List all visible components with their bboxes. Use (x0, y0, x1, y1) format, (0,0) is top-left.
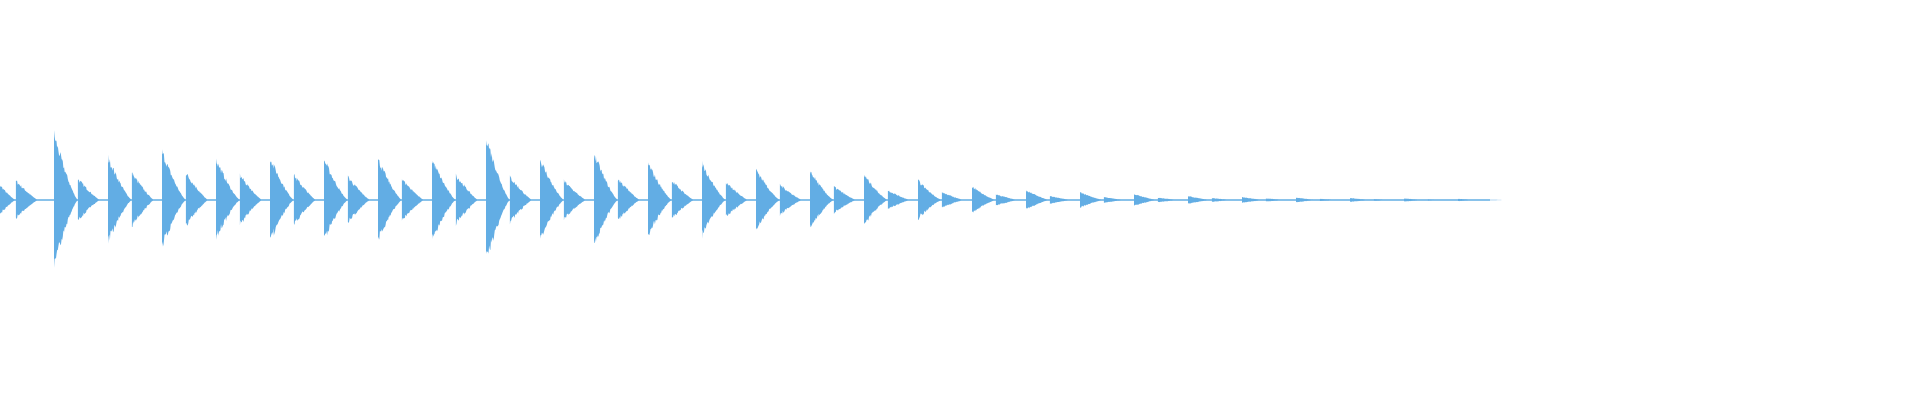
waveform-beat (756, 168, 802, 230)
waveform-beat (648, 162, 694, 236)
waveform-beat (54, 130, 100, 268)
waveform-beat (540, 159, 586, 239)
waveform-beat (0, 180, 38, 219)
waveform-beat (324, 160, 370, 236)
waveform-group (0, 130, 1504, 268)
waveform-beat (162, 149, 208, 247)
waveform-beat (108, 154, 154, 244)
waveform-beat (216, 158, 262, 240)
waveform-beat (486, 140, 532, 254)
waveform-beat (594, 155, 640, 243)
